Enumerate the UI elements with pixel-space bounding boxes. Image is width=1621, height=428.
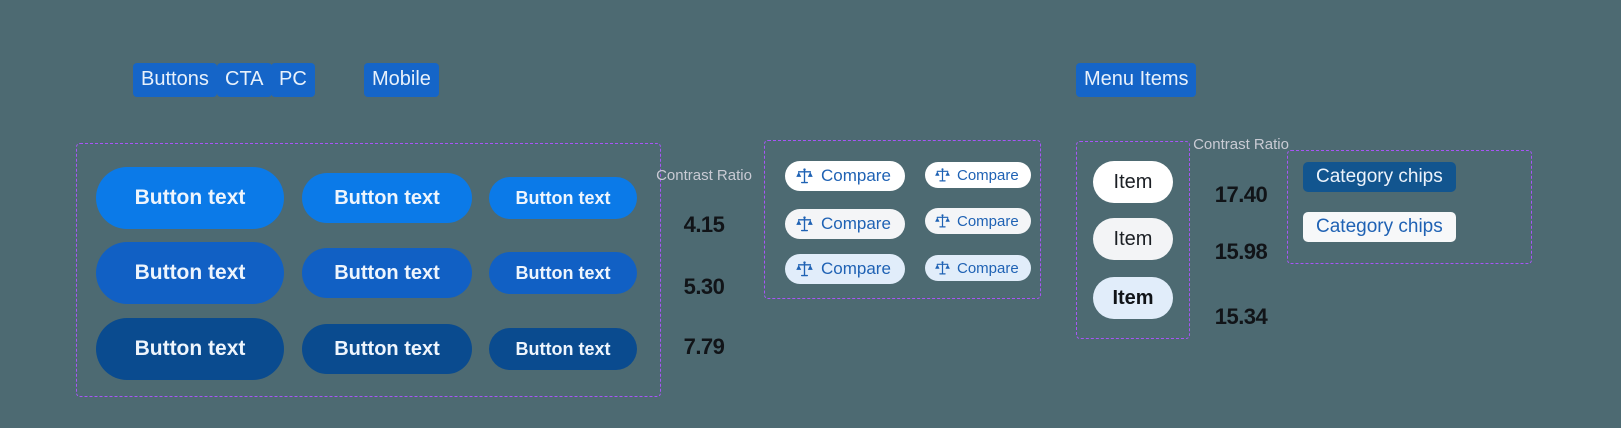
compare-chip[interactable]: Compare (785, 209, 905, 239)
buttons-frame (76, 143, 661, 397)
cta-button[interactable]: Button text (302, 324, 472, 374)
balance-scale-icon (934, 167, 951, 184)
cta-button[interactable]: Button text (302, 248, 472, 298)
section-tag-buttons: Buttons (133, 63, 217, 97)
cta-button[interactable]: Button text (96, 167, 284, 229)
compare-chip-label: Compare (821, 214, 891, 233)
menu-contrast-header: Contrast Ratio (1193, 136, 1289, 153)
compare-frame (764, 140, 1041, 299)
menu-item[interactable]: Item (1093, 218, 1173, 260)
compare-chip-label: Compare (821, 259, 891, 278)
balance-scale-icon (934, 260, 951, 277)
compare-chip[interactable]: Compare (925, 255, 1031, 281)
menu-frame (1076, 141, 1190, 339)
menu-contrast-value: 15.34 (1214, 304, 1268, 329)
balance-scale-icon (795, 215, 814, 234)
compare-chip-label: Compare (957, 212, 1019, 230)
compare-chip-label: Compare (957, 259, 1019, 277)
cta-button[interactable]: Button text (302, 173, 472, 223)
compare-chip[interactable]: Compare (925, 162, 1031, 188)
compare-chip-label: Compare (957, 166, 1019, 184)
section-tag-mobile: Mobile (364, 63, 439, 97)
cta-button[interactable]: Button text (96, 318, 284, 380)
section-tag-cta: CTA (217, 63, 272, 97)
compare-chip-label: Compare (821, 166, 891, 185)
compare-chip[interactable]: Compare (785, 161, 905, 191)
cta-button[interactable]: Button text (489, 252, 637, 294)
category-chip[interactable]: Category chips (1303, 162, 1456, 192)
cta-button[interactable]: Button text (489, 177, 637, 219)
menu-item[interactable]: Item (1093, 277, 1173, 319)
compare-chip[interactable]: Compare (925, 208, 1031, 234)
cta-button[interactable]: Button text (489, 328, 637, 370)
menu-contrast-value: 17.40 (1214, 182, 1268, 207)
balance-scale-icon (934, 213, 951, 230)
buttons-contrast-value: 5.30 (683, 274, 725, 299)
categories-frame (1287, 150, 1532, 264)
buttons-contrast-value: 7.79 (683, 334, 725, 359)
section-tag-menu-items: Menu Items (1076, 63, 1197, 97)
compare-chip[interactable]: Compare (785, 254, 905, 284)
balance-scale-icon (795, 167, 814, 186)
menu-item[interactable]: Item (1093, 161, 1173, 203)
buttons-contrast-value: 4.15 (683, 212, 725, 237)
section-tag-pc: PC (271, 63, 315, 97)
cta-button[interactable]: Button text (96, 242, 284, 304)
balance-scale-icon (795, 260, 814, 279)
category-chip[interactable]: Category chips (1303, 212, 1456, 242)
buttons-contrast-header: Contrast Ratio (656, 167, 752, 184)
menu-contrast-value: 15.98 (1214, 239, 1268, 264)
